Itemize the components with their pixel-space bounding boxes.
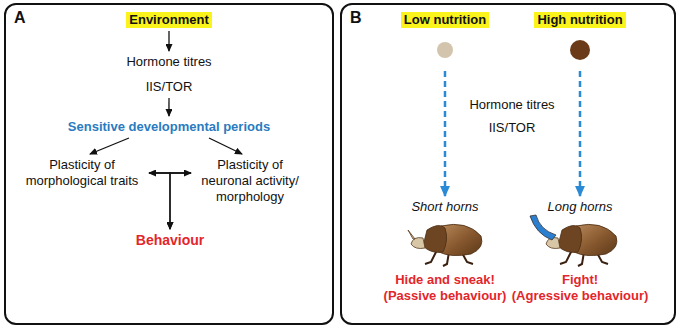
- node-text: Long horns: [547, 199, 612, 215]
- process-node: Hormone titresIIS/TOR: [126, 54, 211, 95]
- beetle-horn: [530, 215, 556, 240]
- arrow-connector: [209, 138, 242, 154]
- morph-node: Long horns: [547, 199, 612, 215]
- behaviour-label: Hide and sneak!: [395, 272, 495, 288]
- arrow-connector: [170, 173, 191, 229]
- dashed-arrow: [579, 71, 582, 196]
- condition-node: Low nutrition: [401, 10, 489, 68]
- node-text: Low nutrition: [401, 12, 489, 28]
- beetle-figure: [408, 224, 482, 266]
- beetle-thorax: [423, 225, 447, 252]
- condition-node: High nutrition: [534, 10, 625, 68]
- beetle-figure: [530, 215, 617, 266]
- panel: EnvironmentHormone titresIIS/TOR Sensitiv…: [4, 3, 334, 325]
- arrow-connector: [90, 138, 129, 154]
- panel-letter: A: [14, 9, 26, 27]
- outcome-node: Plasticity of neuronal activity/ morphol…: [194, 157, 306, 205]
- behaviour-label: (Agressive behaviour): [512, 288, 649, 304]
- node-text: Hormone titres: [126, 54, 211, 70]
- arrow-connector: [168, 98, 169, 116]
- node-text: Behaviour: [136, 232, 204, 249]
- node-text: Plasticity of morphological traits: [18, 157, 146, 189]
- node-text: Sensitive developmental periods: [68, 119, 270, 135]
- morph-node: Short horns: [411, 199, 478, 215]
- behaviour-label: Fight!: [562, 272, 598, 288]
- nutrition-dot: [437, 42, 453, 58]
- input-node: Environment: [126, 10, 211, 28]
- outcome-node: Plasticity of morphological traits: [18, 157, 146, 189]
- panel-letter: B: [350, 9, 362, 27]
- node-text: Short horns: [411, 199, 478, 215]
- pathway-label: Hormone titres: [469, 97, 554, 113]
- behaviour-label: (Passive behaviour): [384, 288, 507, 304]
- node-text: Plasticity of neuronal activity/ morphol…: [194, 157, 306, 205]
- dashed-arrow: [444, 71, 447, 196]
- node-text: High nutrition: [534, 12, 625, 28]
- node-text: IIS/TOR: [126, 79, 211, 95]
- result-node: Behaviour: [136, 232, 204, 249]
- panel: Low nutrition High nutritionShort horns Lo…: [340, 3, 676, 325]
- stage-node: Sensitive developmental periods: [68, 119, 270, 135]
- arrow-connector: [168, 31, 169, 51]
- node-text: Environment: [126, 12, 211, 28]
- arrow-connector: [149, 173, 170, 229]
- nutrition-dot: [570, 40, 590, 60]
- beetle-thorax: [558, 225, 582, 252]
- pathway-label: IIS/TOR: [489, 120, 536, 136]
- beetle-horn: [408, 230, 415, 239]
